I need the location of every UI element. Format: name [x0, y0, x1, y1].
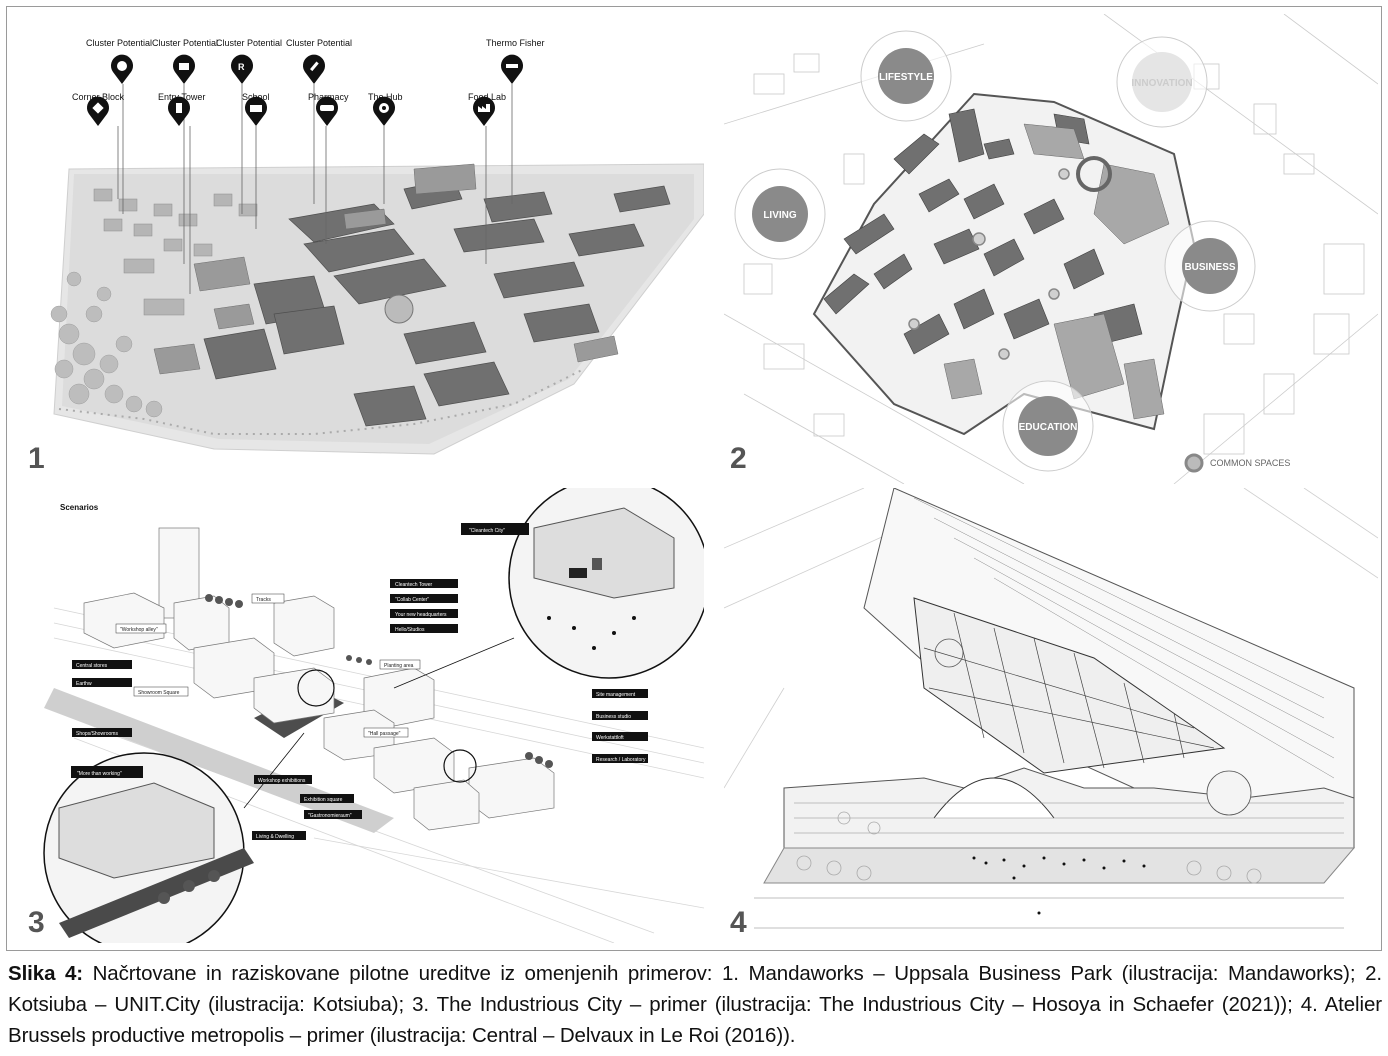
tag-central-stores: Central stores	[76, 663, 108, 669]
inset-bubble-working	[43, 732, 305, 943]
pin-label-cluster-3: Cluster Potential	[216, 38, 282, 48]
tag-collab-center: "Collab Center"	[395, 597, 429, 603]
pin-label-the-hub: The Hub	[368, 92, 403, 102]
pin-label-thermo-fisher: Thermo Fisher	[486, 38, 545, 48]
panel-3-industrious-city-scenarios: Scenarios "Cleantech City" "More than wo…	[14, 488, 704, 943]
panel-4-brussels-productive-metropolis: 4	[724, 488, 1378, 943]
legend-common-spaces: COMMON SPACES	[1210, 458, 1290, 468]
panel-4-illustration	[724, 488, 1378, 929]
theme-circle-lifestyle: LIFESTYLE	[860, 30, 952, 122]
pin-label-corner-block: Corner Block	[72, 92, 125, 102]
circle-label-innovation: INNOVATION	[1131, 78, 1192, 89]
tag-business-studio: Business studio	[596, 714, 631, 720]
panel-1-uppsala-axonometric: R Cluster Potential Cluster Potential Cl…	[14, 14, 704, 484]
circle-label-education: EDUCATION	[1019, 422, 1078, 433]
tag-gastronomieraum: "Gastronomieraum"	[308, 813, 352, 819]
theme-circle-business: BUSINESS	[1164, 220, 1256, 312]
pin-label-cluster-2: Cluster Potential	[152, 38, 218, 48]
scenarios-title: Scenarios	[60, 503, 99, 512]
panel-number-2: 2	[730, 442, 747, 475]
callout-planting-area: Planting area	[384, 663, 414, 669]
inset-bubble-cleantech	[393, 488, 704, 689]
tag-research-laboratory: Research / Laboratory	[596, 757, 646, 763]
caption-lead: Slika 4:	[8, 962, 83, 985]
panel-2-unit-city-plan: LIFESTYLE INNOVATION LIVING BUSINESS EDU…	[724, 14, 1378, 484]
figure-caption: Slika 4: Načrtovane in raziskovane pilot…	[8, 958, 1382, 1051]
tag-more-than-working: "More than working"	[77, 771, 122, 777]
panel-number-1: 1	[28, 442, 45, 475]
pin-label-cluster-1: Cluster Potential	[86, 38, 152, 48]
theme-circle-education: EDUCATION	[1002, 380, 1094, 472]
panel-number-4: 4	[730, 906, 747, 939]
tags-right-group: Cleantech Tower "Collab Center" Your new…	[390, 579, 458, 633]
callout-hall-passage: "Hall passage"	[368, 731, 401, 737]
tag-shops-showrooms: Shops/Showrooms	[76, 731, 118, 737]
tag-cleantech-city: "Cleantech City"	[469, 528, 505, 534]
pin-row-top: R	[111, 54, 523, 84]
callout-showroom-square: Showroom Square	[138, 690, 180, 696]
svg-text:R: R	[238, 62, 245, 72]
tag-hello-studios: Hello/Studios	[395, 627, 425, 633]
pin-label-school: School	[242, 92, 270, 102]
tag-exhibition-square: Exhibition square	[304, 797, 343, 803]
theme-circle-living: LIVING	[734, 168, 826, 260]
tag-cleantech-tower: Cleantech Tower	[395, 582, 432, 588]
tag-living-dwelling: Living & Dwelling	[256, 834, 294, 840]
pin-label-food-lab: Food Lab	[468, 92, 506, 102]
common-spaces-legend-icon	[1184, 453, 1204, 473]
callout-tracks: Tracks	[256, 597, 271, 603]
callout-workshop-alley: "Workshop alley"	[120, 627, 158, 633]
circle-label-lifestyle: LIFESTYLE	[879, 72, 933, 83]
pin-row-bottom	[87, 96, 495, 126]
caption-text: Načrtovane in raziskovane pilotne uredit…	[8, 962, 1382, 1047]
pin-label-entry-tower: Entry Tower	[158, 92, 205, 102]
tag-earthw: Earthw	[76, 681, 92, 687]
panel-3-illustration: Scenarios "Cleantech City" "More than wo…	[43, 488, 704, 943]
panel-number-3: 3	[28, 906, 45, 939]
panel-1-illustration: R Cluster Potential Cluster Potential Cl…	[50, 38, 704, 455]
tag-headquarters: Your new headquarters	[395, 612, 447, 618]
theme-circle-innovation: INNOVATION	[1116, 36, 1208, 128]
circle-label-living: LIVING	[763, 210, 797, 221]
panel-2-illustration: LIFESTYLE INNOVATION LIVING BUSINESS EDU…	[724, 14, 1378, 484]
tag-site-management: Site management	[596, 692, 636, 698]
pin-label-pharmacy: Pharmacy	[308, 92, 349, 102]
tag-werkstattloft: Werkstattloft	[596, 735, 624, 741]
pin-label-cluster-4: Cluster Potential	[286, 38, 352, 48]
circle-label-business: BUSINESS	[1184, 262, 1235, 273]
tag-workshop-exhibitions: Workshop exhibitions	[258, 778, 306, 784]
